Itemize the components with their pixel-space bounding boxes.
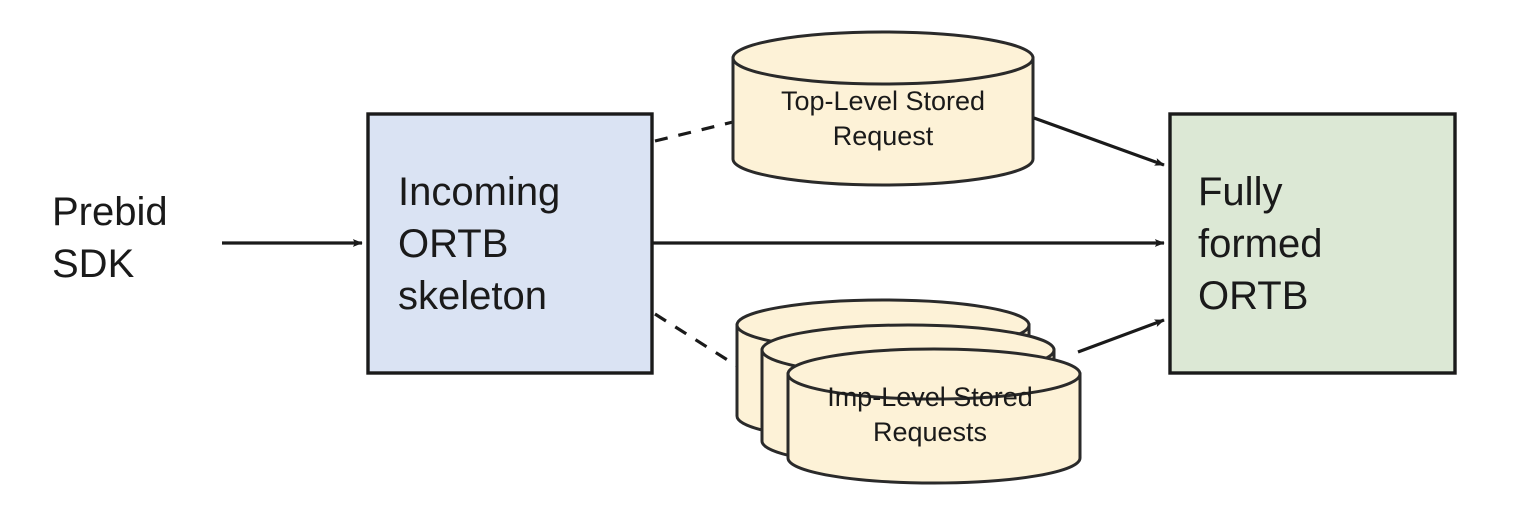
edge-incoming-to-imp-store [654, 312, 738, 368]
imp-level-stored-requests-shape[interactable] [735, 298, 1082, 485]
incoming-ortb-skeleton-shape[interactable] [366, 112, 654, 375]
fully-formed-ortb-shape[interactable] [1168, 112, 1457, 375]
edge-incoming-to-top-store [654, 120, 734, 143]
cylinder-front [786, 347, 1082, 485]
edge-imp-store-to-output [1077, 318, 1165, 354]
top-level-stored-request-shape[interactable] [731, 30, 1035, 187]
edge-top-store-to-output [1033, 116, 1165, 167]
